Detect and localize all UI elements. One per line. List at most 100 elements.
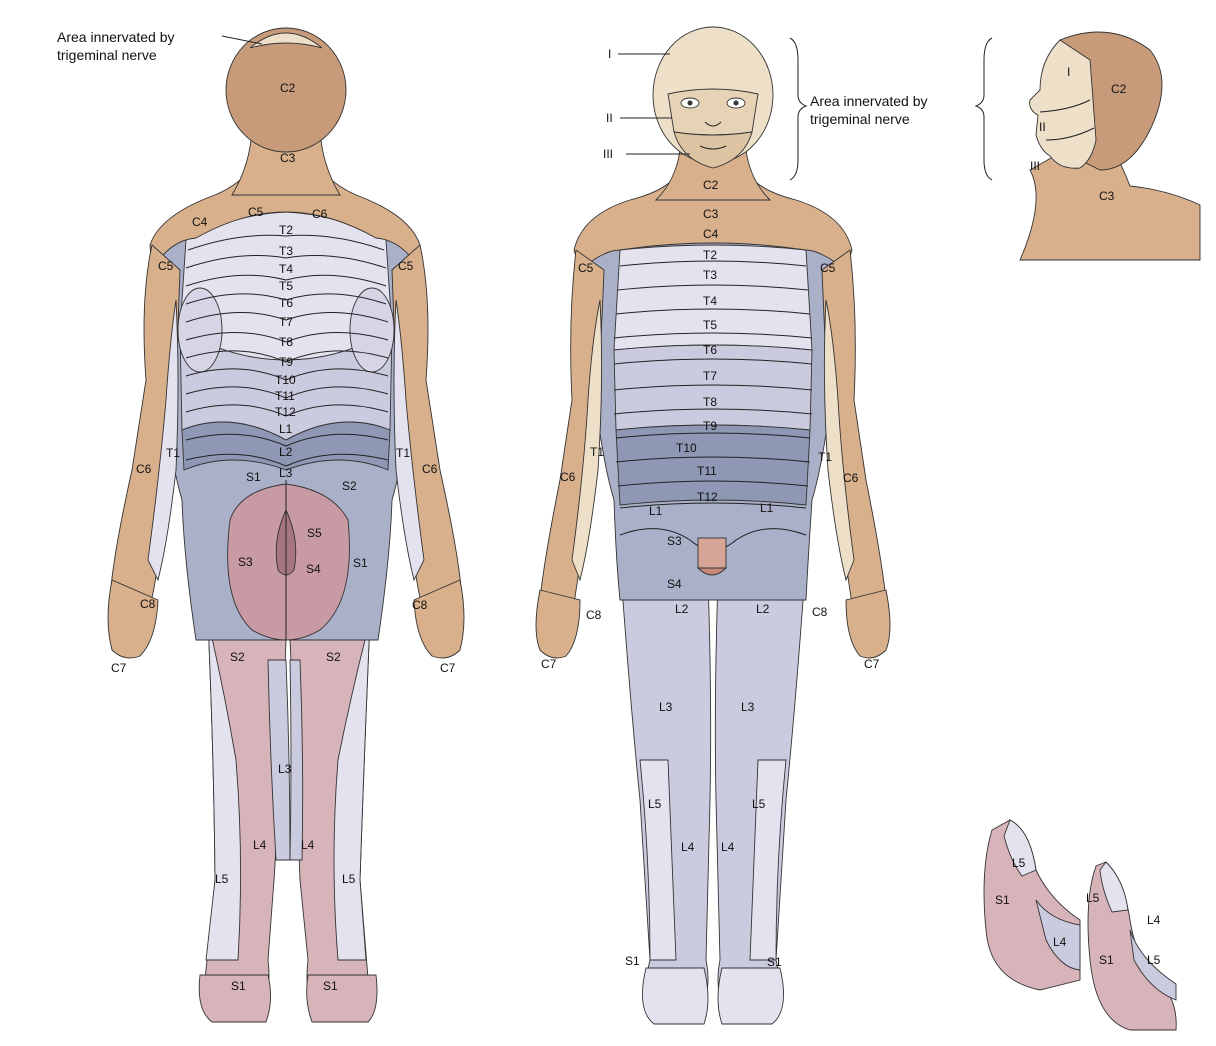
back-label-l3-leg: L3 — [278, 762, 292, 776]
front-label-t4: T4 — [703, 294, 717, 308]
front-label-t7: T7 — [703, 369, 717, 383]
back-label-c5-left: C5 — [158, 259, 174, 273]
back-label-t11: T11 — [275, 389, 295, 403]
foot-label-l5-a: L5 — [1012, 856, 1026, 870]
front-right-foot — [718, 968, 784, 1024]
back-label-t4: T4 — [279, 262, 293, 276]
back-label-s3: S3 — [238, 555, 253, 569]
front-label-l2-right: L2 — [756, 602, 770, 616]
back-label-c7-right: C7 — [440, 661, 456, 675]
back-trigeminal-caption-line2: trigeminal nerve — [57, 47, 157, 63]
back-scapula-left — [178, 288, 222, 372]
front-label-iii: III — [603, 147, 613, 161]
back-label-s2-right: S2 — [326, 650, 341, 664]
back-label-t1-left: T1 — [166, 446, 180, 460]
back-label-t6: T6 — [279, 296, 293, 310]
back-label-c5-right: C5 — [398, 259, 414, 273]
back-label-t12: T12 — [275, 405, 296, 419]
front-label-t1-left: T1 — [590, 445, 604, 459]
back-label-c4: C4 — [192, 215, 208, 229]
front-label-c5-right: C5 — [820, 261, 836, 275]
back-label-t9: T9 — [279, 355, 293, 369]
back-l3-strip-right — [290, 660, 303, 860]
back-label-c2: C2 — [280, 81, 296, 95]
foot-label-l5-c: L5 — [1147, 953, 1161, 967]
front-label-l4-right: L4 — [721, 840, 735, 854]
front-label-t9: T9 — [703, 419, 717, 433]
front-label-c4: C4 — [703, 227, 719, 241]
back-view — [108, 28, 464, 1022]
front-bracket — [790, 38, 806, 180]
front-view — [536, 27, 890, 1024]
front-pupil-right — [734, 101, 739, 106]
front-trigeminal-caption-line2: trigeminal nerve — [810, 111, 910, 127]
front-label-c8-right: C8 — [812, 605, 828, 619]
front-label-t10: T10 — [676, 441, 697, 455]
back-label-t5: T5 — [279, 279, 293, 293]
front-label-s3: S3 — [667, 534, 682, 548]
profile-bracket — [976, 38, 992, 180]
back-label-l5-right: L5 — [342, 872, 356, 886]
back-label-l2: L2 — [279, 445, 293, 459]
front-face-ii — [668, 89, 758, 135]
back-label-s2-left: S2 — [230, 650, 245, 664]
profile-label-c3: C3 — [1099, 189, 1115, 203]
front-right-hand — [846, 590, 890, 658]
front-label-c7-right: C7 — [864, 657, 880, 671]
front-label-t1-right: T1 — [818, 450, 832, 464]
back-label-t10: T10 — [275, 373, 296, 387]
front-label-l5-left: L5 — [648, 797, 662, 811]
front-label-i: I — [608, 47, 611, 61]
back-label-t8: T8 — [279, 335, 293, 349]
front-label-c3: C3 — [703, 207, 719, 221]
profile-label-ii: II — [1039, 120, 1046, 134]
back-label-l5-left: L5 — [215, 872, 229, 886]
front-label-t11: T11 — [697, 464, 717, 478]
front-label-l1-left: L1 — [649, 504, 663, 518]
back-scapula-right — [350, 288, 394, 372]
back-label-c6-right: C6 — [422, 462, 438, 476]
front-label-l4-left: L4 — [681, 840, 695, 854]
back-label-s1: S1 — [246, 470, 261, 484]
front-label-t8: T8 — [703, 395, 717, 409]
back-label-l4-right: L4 — [301, 838, 315, 852]
front-label-t3: T3 — [703, 268, 717, 282]
front-label-c6-left: C6 — [560, 470, 576, 484]
back-label-c5: C5 — [248, 205, 264, 219]
front-label-t6: T6 — [703, 343, 717, 357]
front-label-ii: II — [606, 111, 613, 125]
back-label-c8-left: C8 — [140, 597, 156, 611]
back-label-l1: L1 — [279, 422, 293, 436]
front-label-c2: C2 — [703, 178, 719, 192]
back-label-c3: C3 — [280, 151, 296, 165]
back-label-t3: T3 — [279, 244, 293, 258]
back-label-c8-right: C8 — [412, 598, 428, 612]
front-label-t5: T5 — [703, 318, 717, 332]
foot-label-s1-b: S1 — [1099, 953, 1114, 967]
back-label-s4: S4 — [306, 562, 321, 576]
front-label-l3-right: L3 — [741, 700, 755, 714]
profile-head — [1020, 32, 1200, 260]
front-label-l1-right: L1 — [760, 501, 774, 515]
front-label-t12: T12 — [697, 490, 718, 504]
front-label-c8-left: C8 — [586, 608, 602, 622]
front-left-foot — [642, 968, 708, 1024]
back-label-c6: C6 — [312, 207, 328, 221]
back-label-l4-left: L4 — [253, 838, 267, 852]
front-label-l2-left: L2 — [675, 602, 689, 616]
back-label-c6-left: C6 — [136, 462, 152, 476]
foot-label-l4-b: L4 — [1147, 913, 1161, 927]
back-label-s5: S5 — [307, 526, 322, 540]
front-label-c6-right: C6 — [843, 471, 859, 485]
back-label-c7-left: C7 — [111, 661, 127, 675]
front-label-s1-left: S1 — [625, 954, 640, 968]
front-trigeminal-caption-line1: Area innervated by — [810, 93, 928, 109]
back-label-t7: T7 — [279, 315, 293, 329]
back-label-l3: L3 — [279, 466, 293, 480]
foot-label-l4-a: L4 — [1053, 935, 1067, 949]
back-right-foot — [307, 975, 377, 1022]
back-label-s1-foot-right: S1 — [323, 979, 338, 993]
profile-label-c2: C2 — [1111, 82, 1127, 96]
